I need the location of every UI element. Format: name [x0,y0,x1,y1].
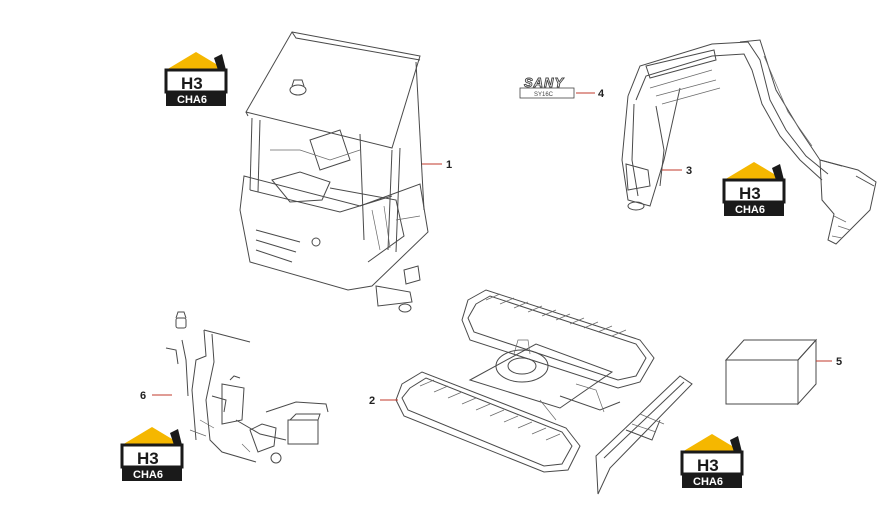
watermark-logo-2: H3 CHA6 [722,160,786,218]
svg-text:SY16C: SY16C [534,92,554,98]
svg-text:H3: H3 [137,449,159,468]
svg-text:H3: H3 [739,184,761,203]
watermark-logo-1: H3 CHA6 [164,50,228,108]
cab-canopy-icon [239,31,429,313]
model-decal-icon: SANY SY16C [519,75,575,99]
svg-text:CHA6: CHA6 [133,469,163,481]
callout-6: 6 [140,390,146,402]
watermark-logo-4: H3 CHA6 [680,432,744,490]
svg-text:H3: H3 [181,74,203,93]
svg-text:H3: H3 [697,456,719,475]
callout-3: 3 [686,165,692,177]
svg-text:SANY: SANY [524,75,564,90]
svg-text:CHA6: CHA6 [735,204,765,216]
callout-4: 4 [598,88,605,100]
svg-text:CHA6: CHA6 [693,476,723,488]
wiring-harness-icon [165,311,329,464]
callout-2: 2 [369,395,375,407]
svg-text:CHA6: CHA6 [177,94,207,106]
callout-1: 1 [446,159,452,171]
undercarriage-track-icon [395,289,693,495]
boom-arm-bucket-icon [621,39,877,245]
box-icon [724,338,818,406]
watermark-logo-3: H3 CHA6 [120,425,184,483]
callout-5: 5 [836,356,842,368]
